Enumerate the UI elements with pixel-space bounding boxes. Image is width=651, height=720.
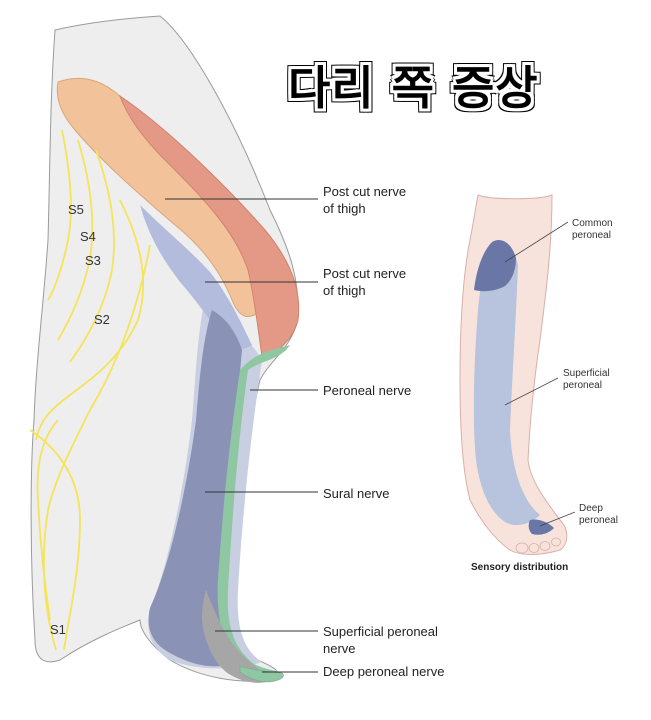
dermatome-s3: S3	[85, 253, 101, 268]
foot-region-common	[474, 239, 516, 292]
label-peroneal-nerve: Peroneal nerve	[323, 383, 412, 398]
leader-lines	[165, 198, 318, 673]
caption-sensory-distribution: Sensory distribution	[471, 562, 569, 573]
region-superficial-peroneal	[202, 590, 274, 683]
dermatome-s4: S4	[80, 229, 96, 244]
foot-leader-lines	[504, 221, 576, 527]
toes	[239, 665, 284, 683]
label-deep-peroneal-nerve: Deep peroneal nerve	[323, 664, 445, 679]
region-periwinkle	[140, 205, 252, 349]
foot-region-superficial	[473, 243, 540, 526]
anterior-toes	[515, 537, 561, 554]
page-title: 다리 쪽 증상	[288, 61, 539, 115]
dermatome-s5: S5	[68, 202, 84, 217]
dermatome-lines	[29, 129, 151, 651]
label-sural-nerve: Sural nerve	[323, 486, 390, 501]
dermatome-s2: S2	[94, 312, 110, 327]
region-peroneal	[217, 345, 290, 679]
dermatome-s1: S1	[50, 622, 66, 637]
